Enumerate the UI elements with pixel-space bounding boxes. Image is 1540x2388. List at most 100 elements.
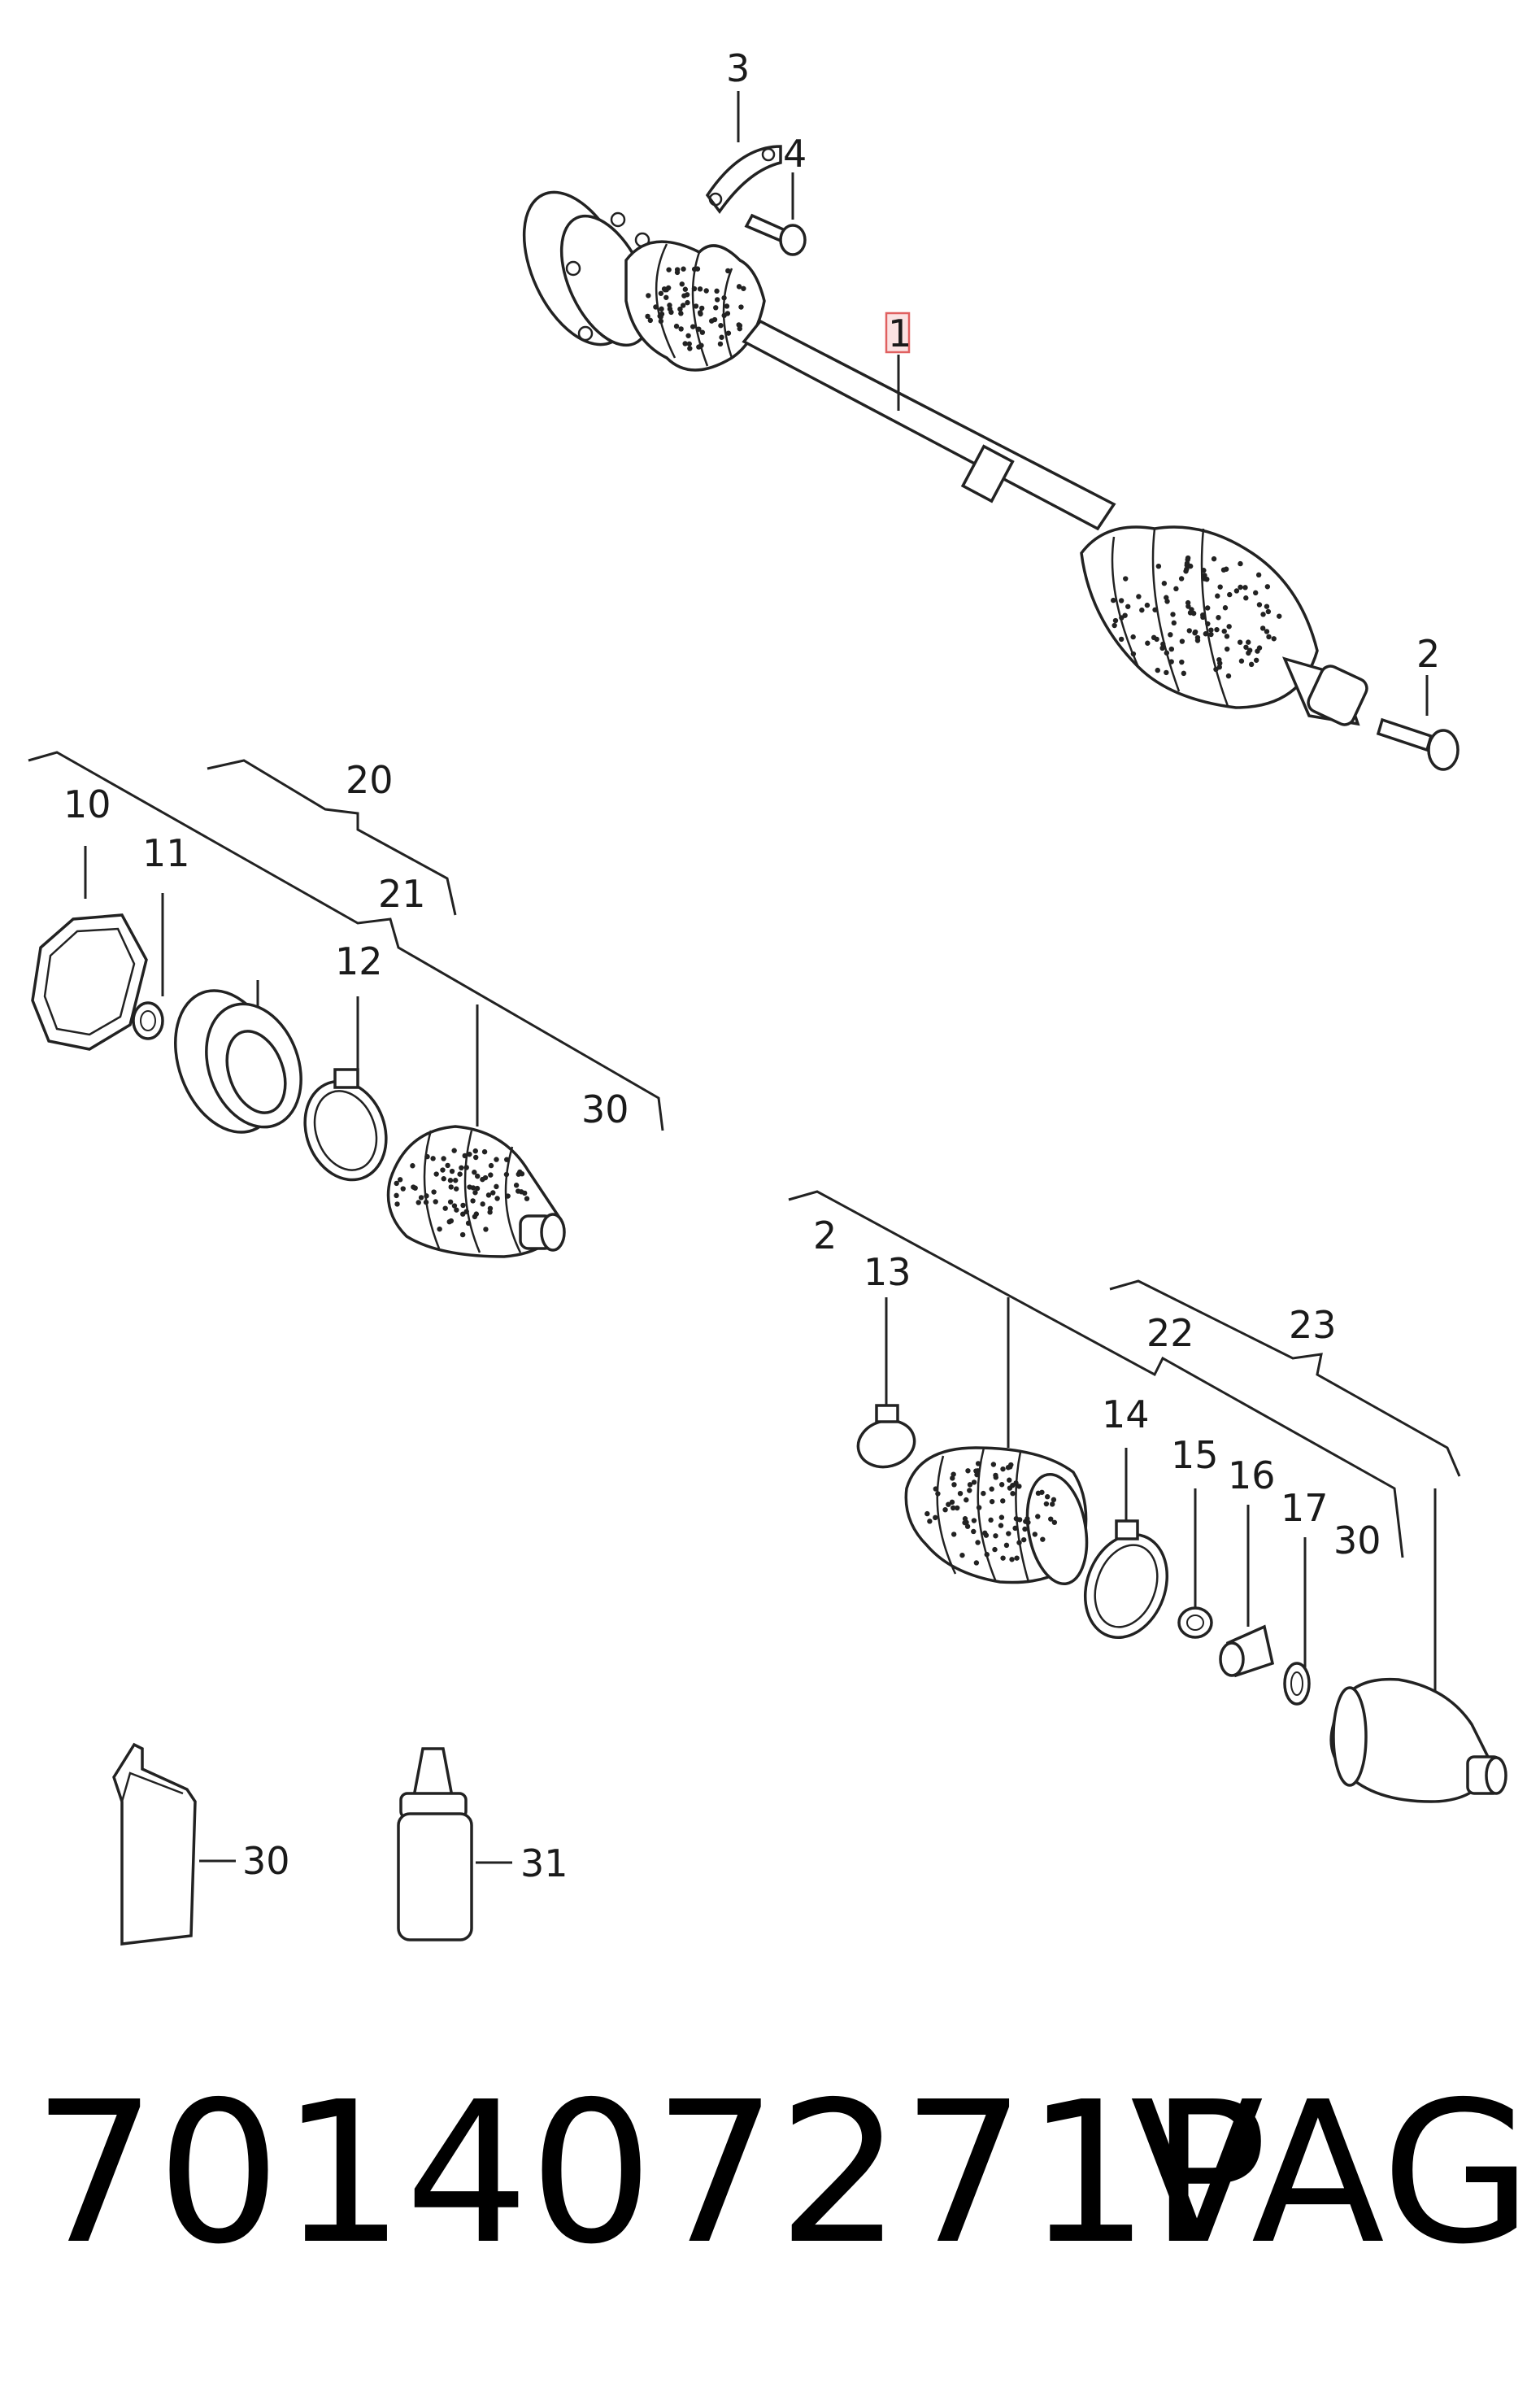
texture-dot bbox=[714, 297, 720, 303]
texture-dot bbox=[397, 1177, 403, 1183]
texture-dot bbox=[989, 1498, 995, 1505]
label-part-13: 13 bbox=[864, 1250, 911, 1294]
texture-dot bbox=[685, 333, 691, 338]
texture-dot bbox=[971, 1528, 977, 1535]
boot-texture-dots bbox=[645, 266, 1282, 679]
texture-dot bbox=[1013, 1480, 1019, 1486]
gasket-part-10 bbox=[31, 913, 148, 1051]
texture-dot bbox=[1203, 631, 1209, 637]
label-part-30-mid: 30 bbox=[581, 1087, 629, 1131]
texture-dot bbox=[713, 305, 719, 311]
texture-dot bbox=[703, 288, 709, 294]
texture-dot bbox=[1277, 613, 1282, 619]
texture-dot bbox=[451, 1148, 457, 1153]
texture-dot bbox=[1217, 660, 1223, 666]
texture-dot bbox=[1050, 1501, 1055, 1507]
texture-dot bbox=[1164, 650, 1170, 656]
texture-dot bbox=[1164, 599, 1170, 604]
label-part-30-low: 30 bbox=[1333, 1519, 1381, 1562]
texture-dot bbox=[394, 1180, 399, 1187]
texture-dot bbox=[927, 1519, 933, 1524]
texture-dot bbox=[454, 1207, 459, 1213]
texture-dot bbox=[473, 1211, 480, 1217]
texture-dot bbox=[1221, 628, 1227, 634]
texture-dot bbox=[1201, 568, 1207, 573]
texture-dot bbox=[505, 1193, 511, 1199]
texture-dot bbox=[488, 1172, 494, 1178]
washer-part-15 bbox=[1177, 1606, 1213, 1639]
texture-dot bbox=[982, 1530, 988, 1536]
texture-dot bbox=[472, 1170, 477, 1175]
texture-dot bbox=[1155, 563, 1162, 569]
texture-dot bbox=[1215, 593, 1220, 599]
bracket-lines-low bbox=[788, 1190, 1461, 1696]
texture-dot bbox=[1016, 1517, 1023, 1523]
texture-dot bbox=[971, 1518, 977, 1523]
texture-dot bbox=[470, 1198, 476, 1204]
texture-dot bbox=[680, 303, 686, 308]
clamp-part-12 bbox=[303, 1068, 388, 1182]
texture-dot bbox=[460, 1202, 466, 1209]
texture-dot bbox=[951, 1505, 956, 1511]
texture-dot bbox=[724, 303, 730, 309]
texture-dot bbox=[448, 1184, 454, 1190]
texture-dot bbox=[1225, 673, 1232, 679]
texture-dot bbox=[1111, 597, 1116, 604]
texture-dot bbox=[1154, 636, 1159, 643]
texture-dot bbox=[693, 303, 699, 309]
texture-dot bbox=[1194, 638, 1201, 643]
texture-dot bbox=[1012, 1525, 1018, 1532]
texture-dot bbox=[1159, 645, 1165, 651]
texture-dot bbox=[473, 1154, 479, 1161]
texture-dot bbox=[721, 312, 727, 319]
texture-dot bbox=[1111, 622, 1117, 629]
texture-dot bbox=[433, 1199, 438, 1205]
texture-dot bbox=[661, 286, 668, 292]
label-part-16: 16 bbox=[1228, 1453, 1276, 1497]
texture-dot bbox=[503, 1171, 510, 1178]
texture-dot bbox=[459, 1165, 464, 1171]
brand-name: VAG bbox=[1130, 2059, 1533, 2287]
texture-dot bbox=[1144, 602, 1151, 608]
texture-dot bbox=[708, 318, 715, 324]
bolt-part-4 bbox=[744, 213, 807, 256]
texture-dot bbox=[1185, 604, 1191, 609]
texture-dot bbox=[1233, 588, 1240, 594]
texture-dot bbox=[741, 285, 746, 291]
texture-dot bbox=[951, 1482, 957, 1488]
texture-dot bbox=[494, 1183, 499, 1190]
label-part-10: 10 bbox=[63, 782, 111, 826]
texture-dot bbox=[482, 1174, 489, 1181]
texture-dot bbox=[1264, 629, 1270, 634]
texture-dot bbox=[1016, 1484, 1022, 1489]
texture-dot bbox=[1252, 590, 1259, 596]
texture-dot bbox=[1256, 645, 1263, 651]
texture-dot bbox=[933, 1514, 938, 1521]
texture-dot bbox=[1224, 646, 1230, 652]
texture-dot bbox=[697, 286, 703, 292]
texture-dot bbox=[1145, 640, 1151, 646]
texture-dot bbox=[973, 1468, 979, 1474]
texture-dot bbox=[988, 1517, 994, 1523]
label-part-3: 3 bbox=[726, 46, 750, 90]
texture-dot bbox=[993, 1472, 998, 1479]
texture-dot bbox=[964, 1497, 969, 1503]
texture-dot bbox=[1222, 605, 1229, 611]
texture-dot bbox=[522, 1190, 528, 1196]
texture-dot bbox=[485, 1192, 492, 1198]
texture-dot bbox=[1173, 586, 1179, 592]
texture-dot bbox=[1204, 576, 1210, 582]
circlip-part-17 bbox=[1283, 1662, 1311, 1706]
texture-dot bbox=[400, 1186, 406, 1192]
label-part-2-top: 2 bbox=[1416, 632, 1440, 676]
texture-dot bbox=[691, 266, 698, 272]
texture-dot bbox=[463, 1209, 469, 1214]
outer-boot-part-22 bbox=[904, 1446, 1089, 1585]
texture-dot bbox=[465, 1220, 472, 1227]
texture-dot bbox=[1227, 591, 1233, 598]
texture-dot bbox=[513, 1183, 520, 1188]
texture-dot bbox=[430, 1156, 436, 1161]
texture-dot bbox=[975, 1540, 981, 1545]
label-part-30-tube: 30 bbox=[242, 1839, 290, 1883]
texture-dot bbox=[1246, 639, 1251, 645]
